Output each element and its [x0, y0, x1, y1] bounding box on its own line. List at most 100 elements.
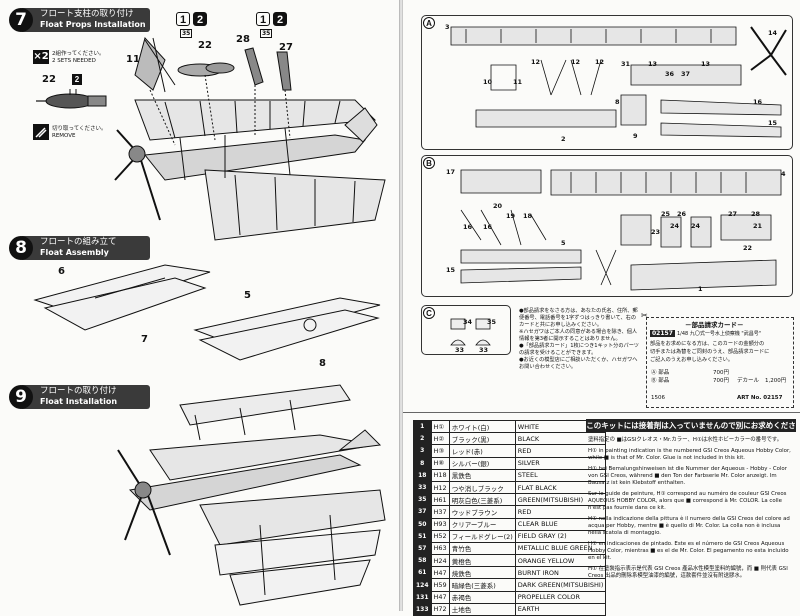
paint-name-jp: 赤褐色	[448, 590, 516, 604]
sprue-a-part-10: 10	[483, 78, 493, 86]
sprue-c-parts	[450, 318, 491, 346]
paint-number: 51	[413, 529, 432, 543]
step7-biplane-drawing	[114, 36, 386, 241]
card-product-name: 1/48 九〇式一号水上偵察機 "武昌号"	[677, 331, 762, 337]
sprue-b-part-21: 21	[753, 222, 763, 230]
sprue-b-part-22: 22	[743, 244, 753, 252]
step9-number: 9	[9, 385, 33, 409]
card-price-b: 700円	[713, 378, 729, 384]
float-bomb-detail	[36, 89, 107, 109]
paint-code: H72	[430, 602, 450, 616]
sprue-b-part-5: 5	[561, 239, 566, 247]
paint-name-en: GREEN(MITSUBISHI)	[514, 493, 607, 507]
paint-number: 18	[413, 468, 432, 482]
instruction-page-right: A 3 14 12 12 10 12 11 31 13 36 37 13 2 8…	[403, 0, 800, 611]
paint-notes: 塗料指定の ■はGSIクレオス・Mr.カラー、H①は水性ホビーカラーの番号です。…	[588, 437, 794, 584]
sprue-a-part-2: 2	[561, 135, 566, 143]
sprue-b-part-26: 26	[677, 210, 687, 218]
step8-header: フロートの組み立て Float Assembly	[22, 236, 150, 260]
step9-biplane-drawing	[117, 384, 386, 606]
paint-code: H93	[430, 517, 450, 531]
card-label-a: Ⓐ 部品	[651, 370, 670, 376]
step7-title-jp: フロート支柱の取り付け	[40, 9, 134, 19]
paint-chip-b-sub-35: 35	[260, 29, 273, 38]
sprue-a-letter: A	[423, 17, 435, 29]
card-price-a: 700円	[713, 370, 729, 376]
paint-code: H②	[430, 432, 450, 446]
paint-code: H12	[430, 480, 450, 495]
sprue-c-part-34: 34	[463, 318, 473, 326]
page-fold	[399, 0, 403, 611]
paint-code: H③	[430, 444, 450, 458]
paint-chip-b1: 1	[256, 12, 270, 26]
paint-name-en: PROPELLER COLOR	[514, 590, 607, 604]
paint-code: H37	[430, 505, 450, 519]
paint-code: H⑧	[430, 456, 450, 470]
paint-name-jp: つや消しブラック	[448, 480, 516, 495]
step7-header: フロート支柱の取り付け Float Props Installation	[22, 8, 150, 32]
sprue-a-part-3: 3	[445, 23, 450, 31]
sprue-b-part-24b: 24	[691, 222, 701, 230]
card-code-box: 02157	[650, 330, 675, 337]
paint-name-jp: 焼鉄色	[448, 566, 516, 580]
note-zh: H① 在塗裝指示表示是代表 GSI Creos 產品水性模型塗料的編號，而 ■ …	[588, 566, 788, 579]
instruction-page-left: フロート支柱の取り付け Float Props Installation 7 ×…	[0, 0, 399, 611]
sprue-a-parts	[450, 26, 787, 138]
step7-title-en: Float Props Installation	[40, 20, 146, 29]
sprue-a-part-12c: 12	[595, 58, 605, 66]
paint-number: 124	[413, 578, 432, 592]
section-divider	[403, 412, 800, 413]
paint-chip-b2: 2	[273, 12, 287, 26]
paint-code: H18	[430, 468, 450, 482]
sprue-a-part-36: 36	[665, 70, 675, 78]
order-note-4: ●お近くの模型店にご相談いただくか、ハセガワへお問い合わせください。	[519, 357, 638, 370]
paint-code: H61	[430, 493, 450, 507]
note-jp: 塗料指定の ■はGSIクレオス・Mr.カラー、H①は水性ホビーカラーの番号です。	[588, 437, 783, 443]
sprue-c-part-35: 35	[487, 318, 497, 326]
sprue-a-part-14: 14	[768, 29, 778, 37]
sprue-b-part-23: 23	[651, 228, 661, 236]
paint-number: 3	[413, 444, 432, 458]
sprue-a-part-13b: 13	[701, 60, 711, 68]
note-es: H① en indicaciones de pintado. Este es e…	[588, 541, 789, 561]
step9-title-jp: フロートの取り付け	[40, 386, 117, 396]
step8-float-left	[33, 264, 211, 331]
sprue-a-part-13a: 13	[648, 60, 658, 68]
order-note-3: ●「部品請求カード」1枚につき1キット分のパーツの請求を受けることができます。	[519, 343, 639, 356]
step8-title-en: Float Assembly	[40, 248, 109, 257]
sprue-b-part-1: 1	[698, 285, 703, 293]
paint-name-jp: レッド(赤)	[448, 444, 516, 458]
sprue-a-part-12b: 12	[571, 58, 581, 66]
sprue-b-part-27: 27	[728, 210, 738, 218]
sprue-b-part-18: 18	[523, 212, 533, 220]
sprue-a-part-37: 37	[681, 70, 691, 78]
note-en: H① in painting indication is the numbere…	[588, 448, 791, 461]
sprue-b-part-24a: 24	[670, 222, 680, 230]
glue-notice-banner: このキットには接着剤は入っていませんので別にお求めください。	[586, 419, 796, 443]
part-28-label: 28	[236, 34, 250, 45]
sprue-b-part-4: 4	[781, 170, 786, 178]
paint-code: H63	[430, 541, 450, 556]
paint-number: 8	[413, 456, 432, 470]
order-note-1: ●部品請求をなさる方は、あなたの氏名、住所、郵便番号、電話番号を1字ずつはっきり…	[519, 308, 638, 328]
part-8-label: 8	[319, 358, 326, 369]
card-title: －部品請求カード－	[685, 321, 744, 329]
paint-name-jp: ウッドブラウン	[448, 505, 516, 519]
sprue-a-part-8: 8	[615, 98, 620, 106]
paint-chip-sub-35: 35	[180, 29, 193, 38]
card-line-3: ご記入のうえお申し込みください。	[650, 357, 734, 363]
paint-number: 57	[413, 541, 432, 556]
paint-number: 133	[413, 602, 432, 616]
card-year: 1506	[651, 395, 665, 401]
paint-name-jp: ブラック(黒)	[448, 432, 516, 446]
sprue-b-part-17: 17	[446, 168, 456, 176]
sprue-c-part-33b: 33	[479, 346, 489, 354]
